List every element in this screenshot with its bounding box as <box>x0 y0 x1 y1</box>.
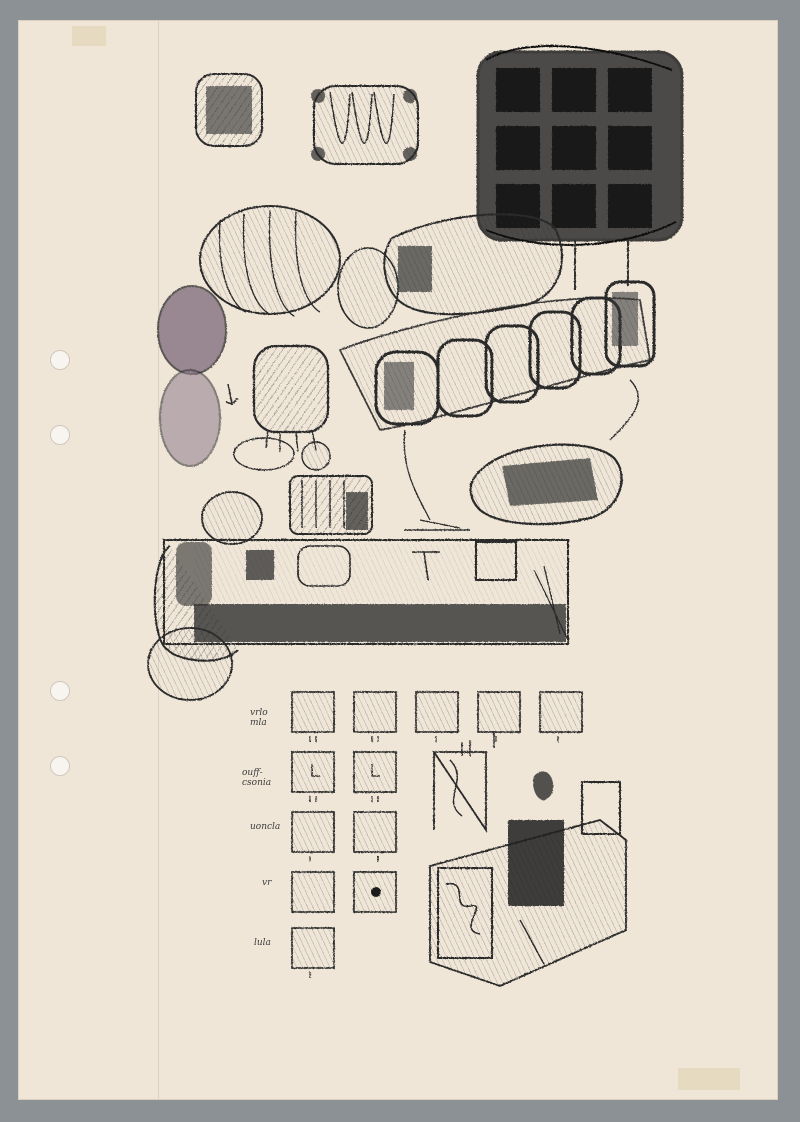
sketch-perspective-bottom-right <box>429 732 627 987</box>
binder-hole-1 <box>50 350 70 370</box>
margin-line <box>158 20 159 1100</box>
sketch-barrel-left <box>199 205 341 317</box>
margin-note-3: uoncla <box>250 822 281 832</box>
binder-hole-3 <box>50 681 70 701</box>
sketch-violet-forms <box>157 285 239 467</box>
margin-note-4: vr <box>262 878 272 888</box>
sketch-crate <box>289 475 373 535</box>
sketch-box-top-left <box>195 73 263 147</box>
sketch-tray-right <box>469 443 623 526</box>
margin-note-5: lula <box>254 938 271 948</box>
sketch-round-shell <box>233 247 399 471</box>
binder-hole-2 <box>50 425 70 445</box>
binder-hole-4 <box>50 756 70 776</box>
tape-bottom-right <box>678 1068 740 1090</box>
sketch-square-grid <box>291 691 583 978</box>
sketch-coil-top <box>311 85 419 165</box>
margin-note-2: ouff- csonia <box>242 768 272 788</box>
sketch-tube-center <box>383 213 563 316</box>
tape-top-left <box>72 26 106 46</box>
sketch-long-bench <box>147 491 569 701</box>
margin-note-1: vrlo mla <box>250 708 268 728</box>
sketch-ring-row <box>338 280 656 529</box>
